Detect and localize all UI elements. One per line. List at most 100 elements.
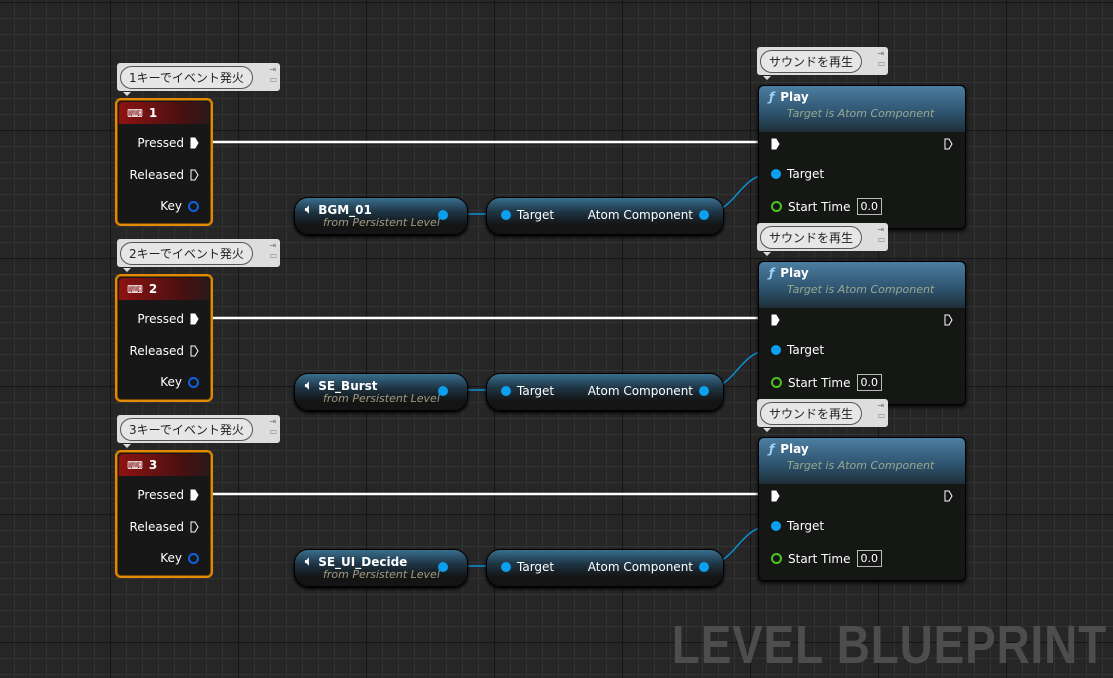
pin-icon[interactable]: ⇥▭	[269, 417, 277, 436]
function-title: Play	[780, 442, 809, 456]
target-label: Target	[517, 208, 555, 222]
variable-node[interactable]: 🔈︎BGM_01 from Persistent Level	[294, 197, 468, 235]
target-label: Target	[787, 519, 825, 533]
target-label: Target	[517, 560, 555, 574]
start-time-pin[interactable]	[771, 201, 782, 212]
event-comment[interactable]: 1キーでイベント発火 ⇥▭	[117, 63, 280, 96]
get-atom-component-node[interactable]: Target Atom Component	[486, 373, 724, 411]
key-pin[interactable]	[188, 552, 199, 564]
target-input-pin[interactable]	[771, 169, 781, 179]
variable-node[interactable]: 🔈︎SE_Burst from Persistent Level	[294, 373, 468, 411]
exec-pin-released[interactable]	[190, 169, 199, 181]
released-label: Released	[129, 520, 184, 534]
key-pin-label: Key	[160, 551, 182, 565]
comment-text: サウンドを再生	[760, 402, 863, 425]
target-label: Target	[787, 343, 825, 357]
exec-pin-pressed[interactable]	[190, 313, 199, 325]
target-input-pin[interactable]	[501, 386, 511, 396]
event-comment[interactable]: 3キーでイベント発火 ⇥▭	[117, 415, 280, 448]
keyboard-icon: ⌨	[127, 458, 143, 472]
start-time-pin[interactable]	[771, 377, 782, 388]
atom-component-output-pin[interactable]	[699, 386, 709, 396]
exec-pin-released[interactable]	[190, 345, 199, 357]
pin-icon[interactable]: ⇥▭	[877, 49, 885, 68]
target-label: Target	[787, 167, 825, 181]
function-icon: ƒ	[769, 266, 775, 280]
exec-output-pin[interactable]	[944, 490, 953, 502]
variable-name: BGM_01	[318, 202, 372, 217]
start-time-label: Start Time	[788, 551, 851, 566]
play-function-node[interactable]: ƒ Play Target is Atom Component Target St…	[758, 437, 966, 581]
function-icon: ƒ	[769, 90, 775, 104]
exec-input-pin[interactable]	[771, 138, 780, 150]
key-event-node[interactable]: ⌨1 Pressed Released Key	[115, 98, 213, 226]
exec-pin-pressed[interactable]	[190, 489, 199, 501]
key-pin[interactable]	[188, 376, 199, 388]
start-time-label: Start Time	[788, 375, 851, 390]
target-label: Target	[517, 384, 555, 398]
play-comment[interactable]: サウンドを再生 ⇥▭	[757, 399, 888, 432]
target-input-pin[interactable]	[771, 345, 781, 355]
exec-pin-released[interactable]	[190, 521, 199, 533]
exec-output-pin[interactable]	[944, 314, 953, 326]
start-time-pin[interactable]	[771, 553, 782, 564]
play-comment[interactable]: サウンドを再生 ⇥▭	[757, 47, 888, 80]
event-comment[interactable]: 2キーでイベント発火 ⇥▭	[117, 239, 280, 272]
pin-icon[interactable]: ⇥▭	[269, 241, 277, 260]
atom-component-output-pin[interactable]	[699, 562, 709, 572]
comment-text: 3キーでイベント発火	[120, 418, 253, 441]
target-input-pin[interactable]	[771, 521, 781, 531]
pin-icon[interactable]: ⇥▭	[877, 225, 885, 244]
target-input-pin[interactable]	[501, 562, 511, 572]
variable-name: SE_Burst	[318, 378, 378, 393]
comment-text: 1キーでイベント発火	[120, 66, 253, 89]
play-comment[interactable]: サウンドを再生 ⇥▭	[757, 223, 888, 256]
start-time-input[interactable]: 0.0	[856, 374, 882, 391]
released-label: Released	[129, 168, 184, 182]
speaker-icon: 🔈︎	[305, 378, 313, 392]
key-name: 1	[148, 106, 158, 120]
key-pin-label: Key	[160, 199, 182, 213]
variable-source: from Persistent Level	[323, 568, 440, 581]
key-name: 3	[148, 458, 158, 472]
exec-pin-pressed[interactable]	[190, 137, 199, 149]
pin-icon[interactable]: ⇥▭	[877, 401, 885, 420]
exec-input-pin[interactable]	[771, 314, 780, 326]
exec-input-pin[interactable]	[771, 490, 780, 502]
speaker-icon: 🔈︎	[305, 554, 313, 568]
variable-output-pin[interactable]	[438, 386, 448, 396]
pressed-label: Pressed	[137, 488, 184, 502]
start-time-label: Start Time	[788, 199, 851, 214]
variable-node[interactable]: 🔈︎ SE_UI_Decide from Persistent Level	[294, 549, 468, 587]
key-pin[interactable]	[188, 200, 199, 212]
level-blueprint-watermark: LEVEL BLUEPRINT	[671, 615, 1107, 675]
variable-name: SE_UI_Decide	[318, 554, 408, 569]
key-name: 2	[148, 282, 158, 296]
key-event-node[interactable]: ⌨ 3 Pressed Released Key	[115, 450, 213, 578]
pin-icon[interactable]: ⇥▭	[269, 65, 277, 84]
variable-source: from Persistent Level	[323, 216, 440, 229]
exec-output-pin[interactable]	[944, 138, 953, 150]
atom-component-output-pin[interactable]	[699, 210, 709, 220]
comment-text: サウンドを再生	[760, 50, 863, 73]
get-atom-component-node[interactable]: Target Atom Component	[486, 197, 724, 235]
pressed-label: Pressed	[137, 136, 184, 150]
comment-text: サウンドを再生	[760, 226, 863, 249]
start-time-input[interactable]: 0.0	[856, 198, 882, 215]
variable-output-pin[interactable]	[438, 210, 448, 220]
comment-text: 2キーでイベント発火	[120, 242, 253, 265]
function-target-info: Target is Atom Component	[787, 459, 935, 472]
variable-output-pin[interactable]	[438, 562, 448, 572]
pressed-label: Pressed	[137, 312, 184, 326]
key-event-node[interactable]: ⌨2 Pressed Released Key	[115, 274, 213, 402]
keyboard-icon: ⌨	[127, 282, 143, 296]
released-label: Released	[129, 344, 184, 358]
function-icon: ƒ	[769, 442, 775, 456]
get-atom-component-node[interactable]: Target Atom Component	[486, 549, 724, 587]
target-input-pin[interactable]	[501, 210, 511, 220]
function-title: Play	[780, 266, 809, 280]
start-time-input[interactable]: 0.0	[856, 550, 882, 567]
atom-component-label: Atom Component	[587, 560, 693, 574]
